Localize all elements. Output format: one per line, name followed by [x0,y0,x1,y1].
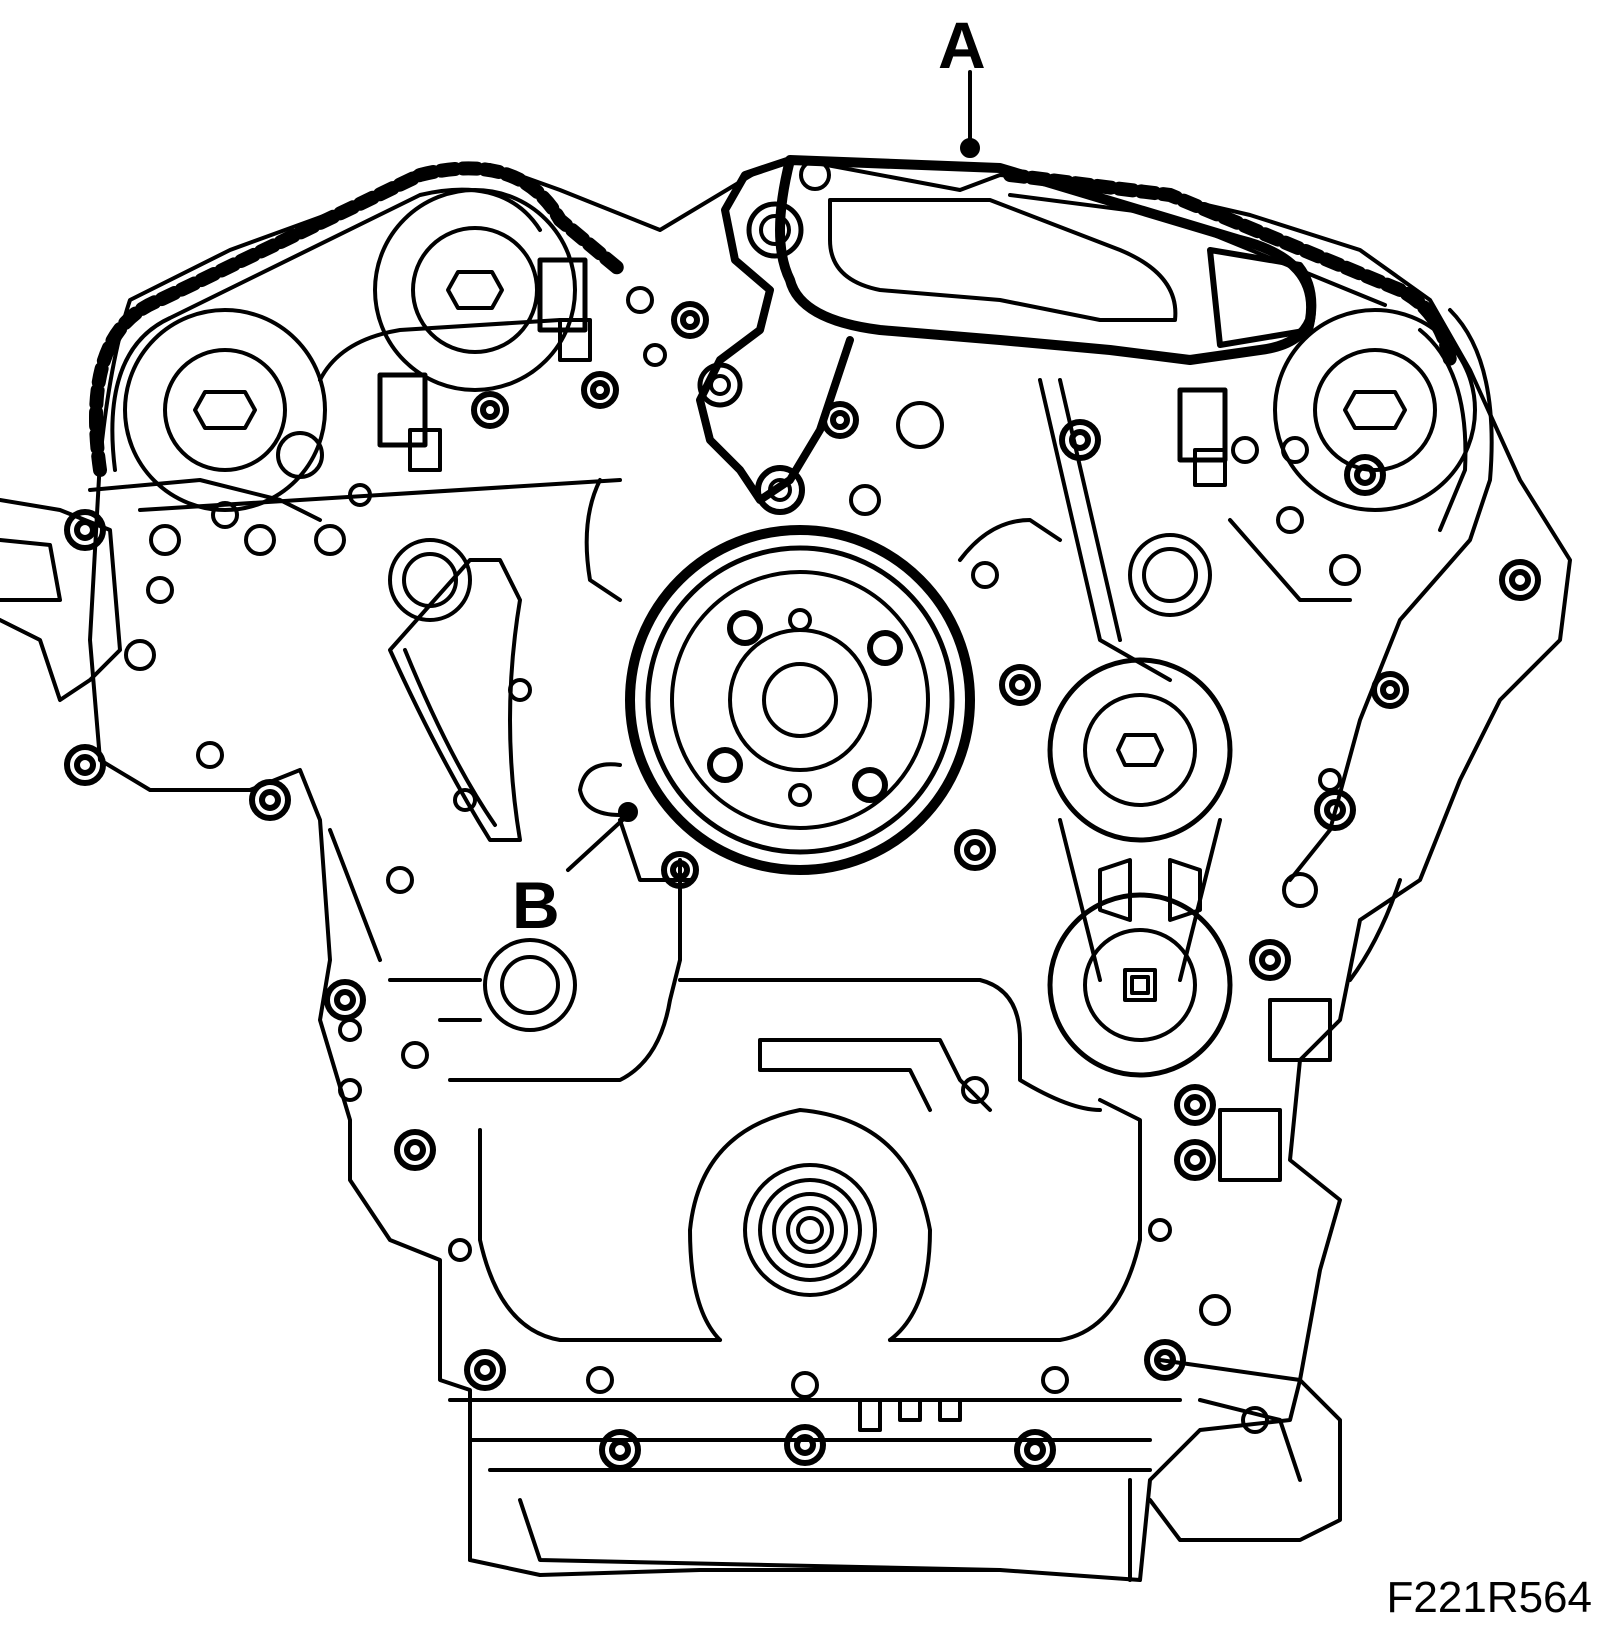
callout-b-leader [566,813,630,872]
right-lower-bracket [1148,1358,1342,1542]
belt-tensioner [1047,657,1233,1078]
right-timing-chain [1003,168,1457,367]
left-cam-sprocket [123,308,327,512]
lower-cover-inner [478,1098,1142,1342]
right-cam-sprocket [1273,308,1477,512]
callout-label-b: B [512,868,560,942]
bolt-set [64,301,1541,1471]
figure-code: F221R564 [1386,1573,1592,1622]
left-mount-bracket [0,498,122,702]
left-timing-chain [89,161,627,477]
left-cam-sensor [377,372,428,448]
water-pump-pulley [625,525,975,875]
water-pump-gasket-b [578,762,622,817]
callout-a-dot [960,138,980,158]
callout-label-a: A [938,8,986,82]
crankshaft-pulley [688,1108,932,1342]
callout-b-dot [618,802,638,822]
upper-cover-gasket-a [696,155,1317,515]
left-upper-sprocket [373,188,577,392]
right-chain-guide [1288,308,1494,882]
boss-holes [124,286,1361,1434]
right-cam-sensor [1177,387,1228,463]
left-upper-sensor [537,257,588,333]
left-chain-guide [388,558,522,842]
left-timing-chain-inner [110,187,542,472]
